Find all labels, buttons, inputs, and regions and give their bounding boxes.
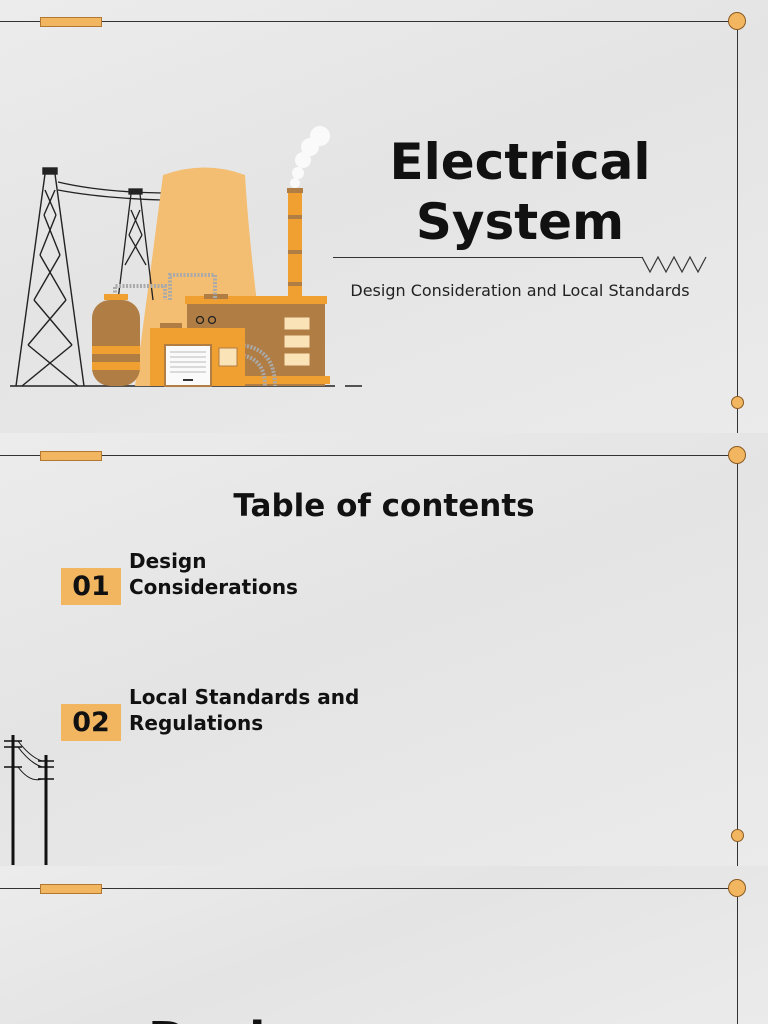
corner-tab <box>40 451 102 461</box>
bottom-dot <box>731 396 744 409</box>
slide-table-of-contents: Table of contents 01 Design Consideratio… <box>0 433 768 866</box>
right-rule <box>737 21 738 433</box>
utility-pole-icon <box>4 735 54 865</box>
power-plant-illustration <box>10 126 362 387</box>
toc-heading: Table of contents <box>233 488 535 524</box>
top-rule <box>0 888 738 889</box>
toc-item-label: Design Considerations <box>129 549 298 599</box>
slide-design: Design <box>0 866 768 1024</box>
slide-subtitle: Design Consideration and Local Standards <box>350 281 690 300</box>
slide-heading: Design <box>148 1012 334 1024</box>
bottom-dot <box>731 829 744 842</box>
corner-tab <box>40 17 102 27</box>
slide-title-text: Electrical System <box>389 133 651 251</box>
right-rule <box>737 455 738 866</box>
right-rule <box>737 888 738 1024</box>
corner-tab <box>40 884 102 894</box>
slide-title: Electrical System Design Consideration a… <box>0 0 768 433</box>
toc-number-badge: 02 <box>61 704 121 741</box>
corner-dot <box>728 12 746 30</box>
top-rule <box>0 455 738 456</box>
toc-item-label: Local Standards and Regulations <box>129 685 360 735</box>
transmission-tower-icon <box>15 167 85 387</box>
top-rule <box>0 21 738 22</box>
corner-dot <box>728 879 746 897</box>
toc-number-badge: 01 <box>61 568 121 605</box>
title-underline <box>333 257 643 258</box>
corner-dot <box>728 446 746 464</box>
zigzag-decoration <box>642 256 707 274</box>
